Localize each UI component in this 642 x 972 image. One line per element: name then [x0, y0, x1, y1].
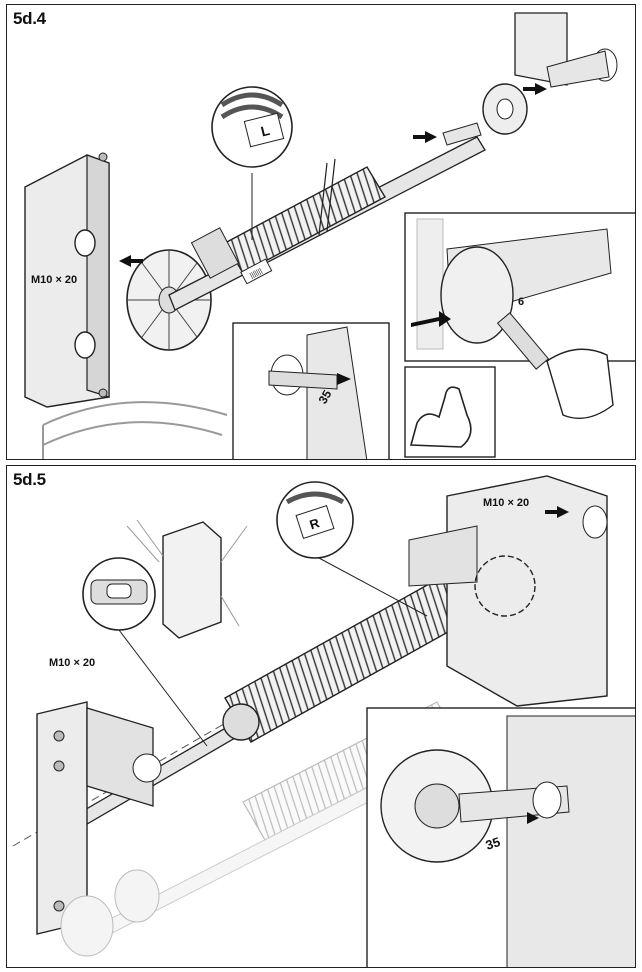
arrow-icon [523, 83, 547, 95]
flexed-arm-icon [409, 386, 472, 448]
spring-label-tag-icon: R [276, 481, 428, 617]
cable-drum-ghost [42, 401, 228, 459]
panel-5d4-illustration: ||||||| L M10 × 20 [24, 12, 635, 459]
spring-cone-wheel [126, 249, 212, 351]
spring-label-tag-icon: L [211, 86, 293, 240]
arrow-icon [545, 506, 569, 518]
hand-wrench-icon [496, 312, 614, 419]
wrench-size-label: 6 [518, 296, 524, 308]
panel-step-5d4: ||||||| L M10 × 20 [6, 4, 636, 460]
distance-label: 35 [484, 834, 502, 853]
bolt-size-label: M10 × 20 [31, 274, 77, 286]
inset-wrench-tighten: 6 [404, 212, 635, 419]
bolt-size-label-top: M10 × 20 [483, 497, 529, 509]
spirit-level-icon [82, 519, 248, 747]
left-bracket-plate [24, 152, 110, 408]
bolt-size-label-left: M10 × 20 [49, 657, 95, 669]
arrow-icon [411, 311, 451, 327]
inset-strength-hint [404, 366, 496, 458]
bearing-ghost [60, 869, 160, 957]
step-number-5d5: 5d.5 [13, 470, 46, 489]
inset-distance-35: 35 [366, 707, 635, 967]
arrow-icon [413, 131, 437, 143]
right-bracket-plate [408, 475, 608, 707]
distance-label: 35 [316, 387, 335, 406]
step-number-5d4: 5d.4 [13, 9, 46, 28]
panel-step-5d5: R M10 × 20 M10 × 20 35 5d.5 [6, 465, 636, 968]
left-bracket-plate [36, 701, 162, 935]
inset-distance-35: 35 [232, 322, 390, 459]
arrow-icon [119, 255, 143, 267]
right-bearing-bracket [442, 12, 618, 146]
torsion-spring-left [190, 166, 386, 279]
panel-5d5-illustration: R M10 × 20 M10 × 20 35 [12, 475, 635, 967]
